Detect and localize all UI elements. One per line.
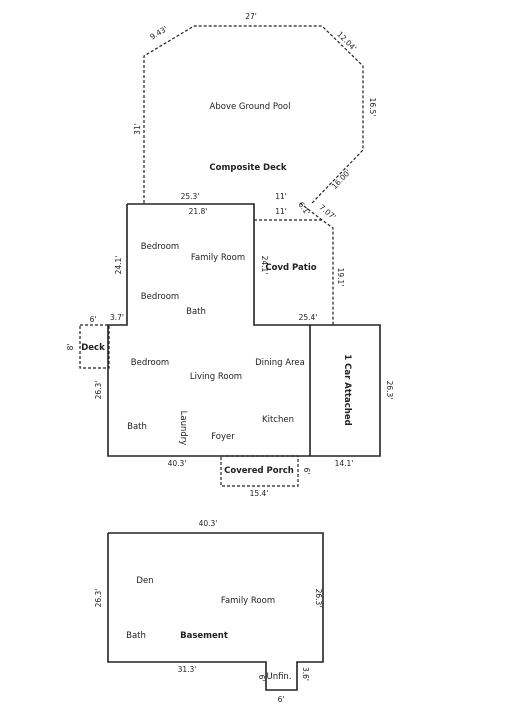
dim-patio-right: 19.1' [336, 268, 345, 287]
room-kitchen: Kitchen [262, 415, 294, 425]
dim-deck-bottom: 25.3' [181, 192, 200, 201]
covd-patio-label: Covd Patio [265, 263, 316, 273]
dim-unfin-right: 3.6' [301, 667, 310, 681]
dim-unfin-left: 6' [257, 675, 266, 682]
basement-label: Basement [180, 631, 228, 641]
dim-deck-depth: 8' [66, 344, 75, 351]
dim-patio-left: 24.1' [260, 256, 269, 275]
dim-basement-top: 40.3' [199, 519, 218, 528]
room-living-room: Living Room [190, 372, 242, 382]
dim-pool-top: 27' [245, 12, 257, 21]
room-bath-upper: Bath [186, 307, 206, 317]
basement-room-family-room: Family Room [221, 596, 275, 606]
basement-exterior-wall [107, 532, 324, 691]
dim-unfin-bottom: 6' [278, 695, 285, 704]
dim-house-bottom: 40.3' [168, 459, 187, 468]
room-foyer: Foyer [211, 432, 235, 442]
covered-porch-label: Covered Porch [224, 466, 294, 476]
room-bedroom-mid: Bedroom [141, 292, 179, 302]
room-dining-area: Dining Area [255, 358, 305, 368]
room-bath-lower: Bath [127, 422, 147, 432]
dim-notch: 3.7' [110, 313, 124, 322]
house-exterior-wall [107, 203, 381, 457]
garage-label: 1 Car Attached [342, 354, 352, 425]
dim-deck-width: 6' [90, 315, 97, 324]
dim-deck-step-top: 11' [275, 192, 287, 201]
room-laundry: Laundry [178, 411, 188, 446]
dim-garage-bottom: 14.1' [335, 459, 354, 468]
deck-label: Deck [81, 343, 105, 353]
basement-room-den: Den [136, 576, 153, 586]
room-bedroom-lower: Bedroom [131, 358, 169, 368]
dim-basement-right: 26.3' [314, 589, 323, 608]
basement-room-unfin: Unfin. [266, 672, 291, 682]
room-bedroom-top: Bedroom [141, 242, 179, 252]
room-family-room: Family Room [191, 253, 245, 263]
dim-pool-right: 16.5' [368, 98, 377, 117]
composite-deck-outline [79, 25, 364, 487]
dim-house-step-top: 11' [275, 207, 287, 216]
dim-house-left-lower: 26.3' [94, 381, 103, 400]
dim-porch-bottom: 15.4' [250, 489, 269, 498]
dim-basement-bottom-left: 31.3' [178, 665, 197, 674]
pool-deck-boundary [143, 25, 364, 204]
deck-outline [79, 324, 110, 369]
dim-garage-right: 26.3' [385, 381, 394, 400]
composite-deck-label: Composite Deck [209, 163, 286, 173]
main-floor-walls [107, 203, 381, 457]
dim-basement-left: 26.3' [94, 589, 103, 608]
dim-porch-side: 6' [302, 468, 311, 475]
basement-walls [107, 532, 324, 691]
dim-pool-left: 31' [133, 123, 142, 135]
dim-house-top: 21.8' [189, 207, 208, 216]
dim-house-left-upper: 24.1' [114, 256, 123, 275]
basement-room-bath: Bath [126, 631, 146, 641]
pool-label: Above Ground Pool [210, 102, 291, 112]
dim-patio-bottom: 25.4' [299, 313, 318, 322]
covered-porch-outline [220, 455, 299, 487]
